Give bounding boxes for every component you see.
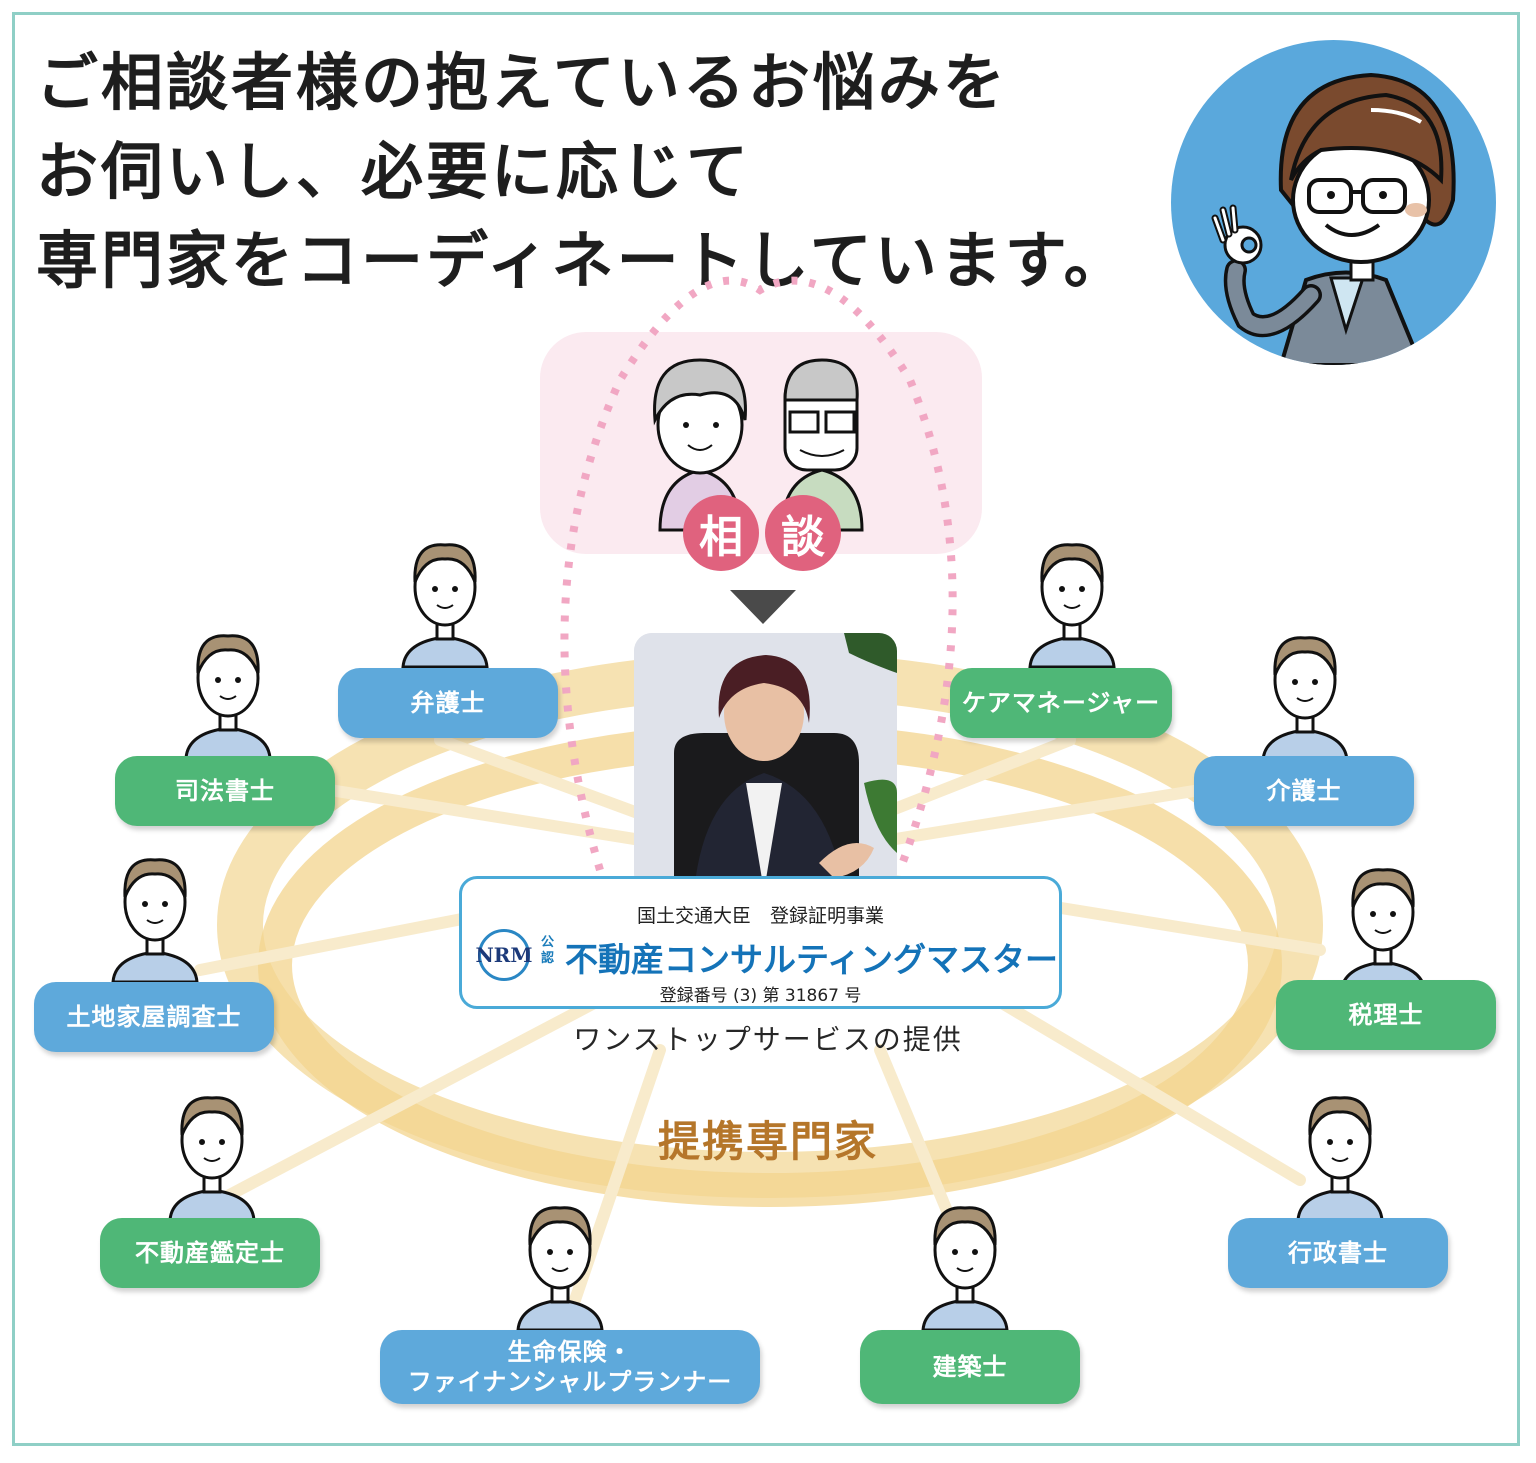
expert-fudosan-kanteishi: 不動産鑑定士 [100, 1218, 320, 1288]
person-bengoshi-icon [401, 543, 489, 669]
headline-line-2: お伺いし、必要に応じて [36, 135, 752, 208]
expert-fp-line-1: 生命保険・ [507, 1338, 633, 1366]
person-gyoseishoshi-icon [1296, 1096, 1384, 1222]
expert-bengoshi: 弁護士 [338, 668, 558, 738]
consulting-master-card: 国土交通大臣 登録証明事業 NRM 公認 不動産コンサルティングマスター 登録番… [459, 876, 1062, 1009]
person-zeirishi-icon [1339, 868, 1427, 994]
consult-badge-2: 談 [765, 495, 841, 571]
arrow-down-icon [730, 590, 796, 624]
expert-fp-line-2: ファイナンシャルプランナー [407, 1368, 733, 1396]
nrm-logo-icon: NRM [475, 929, 533, 981]
coordinator-illustration [1171, 40, 1496, 365]
headline-line-1: ご相談者様の抱えているお悩みを [36, 46, 1008, 119]
consultant-photo [634, 633, 897, 891]
spoke-kanteishi [214, 994, 606, 1206]
expert-tochikaoku-chosashi: 土地家屋調査士 [34, 982, 274, 1052]
person-kenchikushi-icon [921, 1206, 1009, 1332]
consultant-portrait-icon [634, 633, 897, 891]
coordinator-avatar-icon [1211, 72, 1456, 365]
consultation-area [540, 332, 982, 554]
person-fp-icon [516, 1206, 604, 1332]
person-kanteishi-icon [168, 1096, 256, 1222]
headline: ご相談者様の抱えているお悩みを お伺いし、必要に応じて 専門家をコーディネートし… [36, 38, 1129, 305]
expert-life-insurance-fp: 生命保険・ ファイナンシャルプランナー [380, 1330, 760, 1404]
person-shihoshoshi-icon [184, 634, 272, 760]
spoke-kenchikushi [874, 1044, 961, 1236]
nrm-logo-text: NRM [475, 943, 533, 967]
person-kaigoshi-icon [1261, 636, 1349, 762]
person-tochikaoku-icon [111, 858, 199, 984]
person-caremanager-icon [1028, 543, 1116, 669]
consulting-master-title: 不動産コンサルティングマスター [565, 940, 1059, 979]
certified-label: 公認 [541, 935, 555, 966]
expert-zeirishi: 税理士 [1276, 980, 1496, 1050]
registration-number: 登録番号 (3) 第 31867 号 [659, 986, 862, 1006]
headline-line-3: 専門家をコーディネートしています。 [36, 224, 1129, 297]
expert-gyoseishoshi: 行政書士 [1228, 1218, 1448, 1288]
spoke-gyoseishoshi [974, 984, 1306, 1186]
page-frame [12, 12, 1520, 1446]
expert-kaigoshi: 介護士 [1194, 756, 1414, 826]
ministry-registration: 国土交通大臣 登録証明事業 [636, 905, 884, 927]
expert-kenchikushi: 建築士 [860, 1330, 1080, 1404]
expert-shihoshoshi: 司法書士 [115, 756, 335, 826]
partner-experts-label: 提携専門家 [657, 1117, 878, 1166]
expert-care-manager: ケアマネージャー [950, 668, 1172, 738]
consult-badge-1: 相 [683, 495, 759, 571]
one-stop-service: ワンストップサービスの提供 [573, 1023, 963, 1056]
